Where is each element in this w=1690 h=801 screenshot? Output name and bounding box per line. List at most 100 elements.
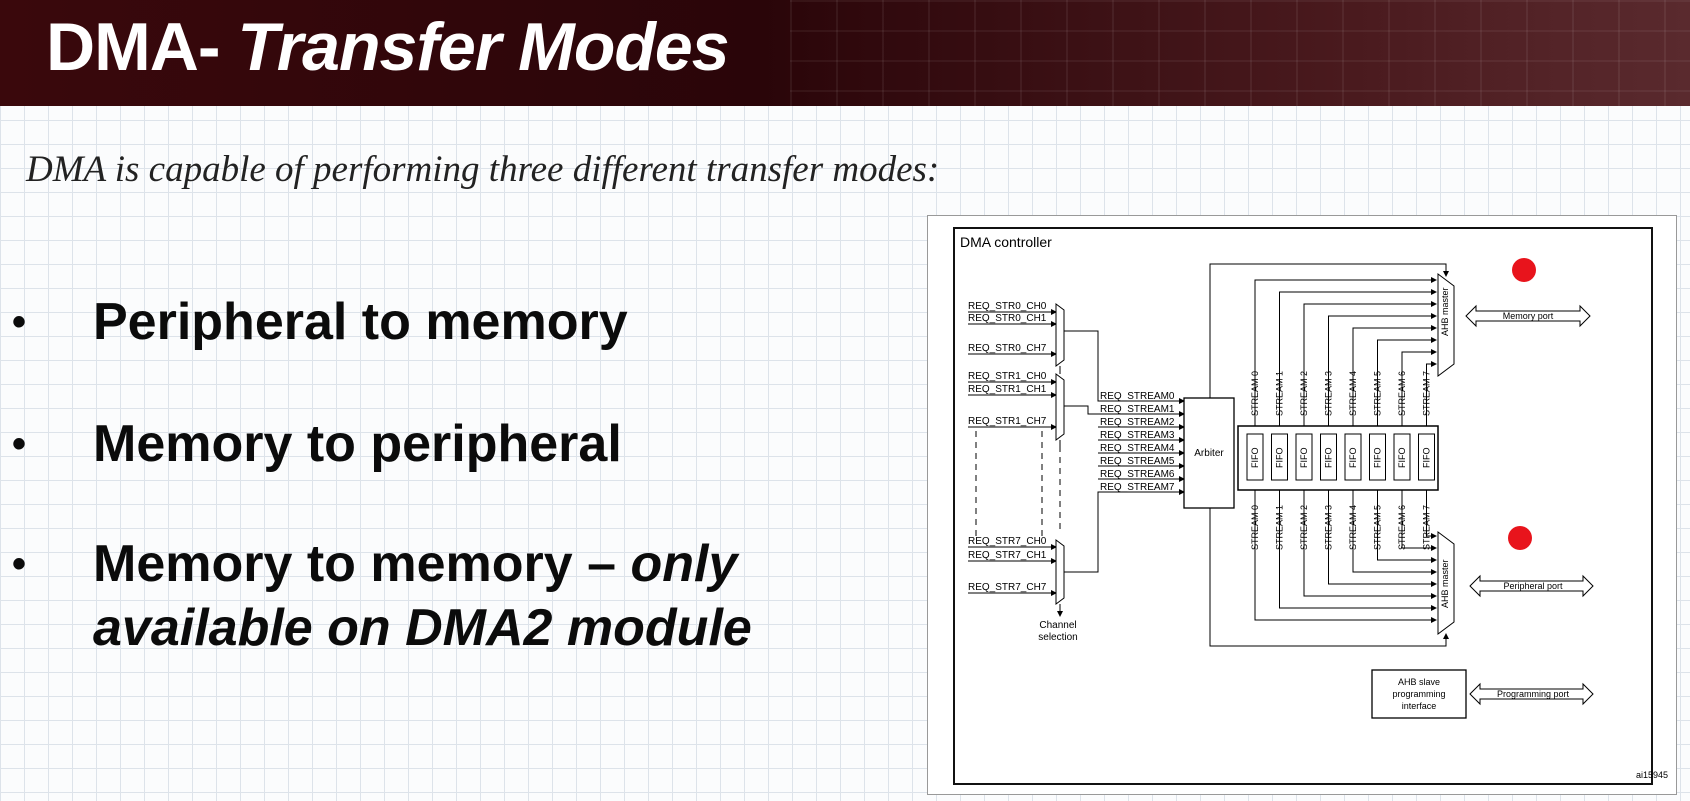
programming-port-label: Programming port xyxy=(1497,689,1570,699)
stream-line-bottom xyxy=(1401,490,1437,551)
req-stream-label: REQ_STREAM3 xyxy=(1100,430,1175,441)
fifo-label: FIFO xyxy=(1348,448,1358,469)
controller-frame xyxy=(953,227,1653,785)
circuit-board-texture xyxy=(790,0,1690,106)
title-plain: DMA- xyxy=(46,9,238,85)
req-group-str1: REQ_STR1_CH0 REQ_STR1_CH1 REQ_STR1_CH7 xyxy=(968,371,1057,430)
stream-line-top xyxy=(1352,325,1437,426)
fifo-box xyxy=(1393,433,1411,481)
fifo-label: FIFO xyxy=(1324,448,1334,469)
req-stream-label: REQ_STREAM4 xyxy=(1100,443,1175,454)
bullet-text-line2: available on DMA2 module xyxy=(93,599,752,657)
stream-label-bottom: STREAM 2 xyxy=(1299,505,1309,550)
channel-mux-7 xyxy=(1055,539,1065,605)
stream-line-bottom xyxy=(1254,490,1437,623)
fifo-box xyxy=(1246,433,1264,481)
slide-subtitle: DMA is capable of performing three diffe… xyxy=(26,149,940,190)
ahb-master-label: AHB master xyxy=(1440,559,1450,608)
red-marker-dot xyxy=(1508,526,1532,550)
ahb-slave-label: interface xyxy=(1402,701,1437,711)
ahb-slave-block xyxy=(1371,669,1467,719)
stream-label-top: STREAM 2 xyxy=(1299,371,1309,416)
req-label: REQ_STR0_CH7 xyxy=(968,343,1047,354)
stream-label-top: STREAM 6 xyxy=(1397,371,1407,416)
bullet-text: Memory to memory – only xyxy=(93,532,737,596)
req-stream-label: REQ_STREAM7 xyxy=(1100,482,1175,493)
req-label: REQ_STR0_CH0 xyxy=(968,301,1047,312)
title-banner: DMA- Transfer Modes xyxy=(0,0,1690,106)
bullet-text: Memory to peripheral xyxy=(93,415,622,473)
ahb-slave-label: programming xyxy=(1392,689,1445,699)
stream-label-bottom: STREAM 1 xyxy=(1275,505,1285,550)
stream-label-bottom: STREAM 3 xyxy=(1324,505,1334,550)
req-stream-labels: REQ_STREAM0 REQ_STREAM1 REQ_STREAM2 REQ_… xyxy=(1100,391,1175,493)
stream-label-bottom: STREAM 7 xyxy=(1422,505,1432,550)
fifo-group: FIFO FIFO FIFO FIFO FIFO FIFO FIFO FIFO xyxy=(1246,433,1435,481)
ahb-slave-label: AHB slave xyxy=(1398,677,1440,687)
bullet-text: Peripheral to memory xyxy=(93,293,628,351)
req-group-str7: REQ_STR7_CH0 REQ_STR7_CH1 REQ_STR7_CH7 xyxy=(968,536,1057,596)
req-label: REQ_STR7_CH7 xyxy=(968,582,1047,593)
figure-id: ai15945 xyxy=(1636,770,1668,780)
channel-selection-label: selection xyxy=(1038,632,1077,643)
req-stream-label: REQ_STREAM5 xyxy=(1100,456,1175,467)
ahb-master-top xyxy=(1437,273,1455,377)
stream-line-bottom xyxy=(1279,490,1437,611)
stream-line-top xyxy=(1401,349,1437,426)
diagram-svg: DMA controller REQ_STR0_CH0 REQ_STR0_CH1… xyxy=(953,227,1668,785)
fifo-label: FIFO xyxy=(1373,448,1383,469)
stream-line-bottom xyxy=(1352,490,1437,575)
fifo-label: FIFO xyxy=(1250,448,1260,469)
req-label: REQ_STR7_CH1 xyxy=(968,550,1047,561)
fifo-box xyxy=(1320,433,1337,481)
stream-lines: STREAM 0 STREAM 0 STREAM 1 STREAM 1 STREAM 2… xyxy=(1250,277,1437,623)
stream-label-bottom: STREAM 0 xyxy=(1250,505,1260,550)
channel-selection-label: Channel xyxy=(1039,620,1076,631)
arbiter-label: Arbiter xyxy=(1194,448,1224,459)
stream-line-top xyxy=(1303,301,1437,426)
fifo-label: FIFO xyxy=(1397,448,1407,469)
fifo-label: FIFO xyxy=(1275,448,1285,469)
channel-mux-0 xyxy=(1055,303,1065,367)
stream-label-top: STREAM 0 xyxy=(1250,371,1260,416)
dma-block-diagram: DMA controller REQ_STR0_CH0 REQ_STR0_CH1… xyxy=(927,215,1677,795)
req-stream-label: REQ_STREAM6 xyxy=(1100,469,1175,480)
fifo-box xyxy=(1344,433,1362,481)
stream-label-top: STREAM 7 xyxy=(1422,371,1432,416)
ahb-master-label: AHB master xyxy=(1440,287,1450,336)
red-marker-dot xyxy=(1512,258,1536,282)
req-label: REQ_STR7_CH0 xyxy=(968,536,1047,547)
memory-port-label: Memory port xyxy=(1503,311,1554,321)
bullet-dot: • xyxy=(12,422,27,466)
stream-line-top xyxy=(1279,289,1437,426)
fifo-box xyxy=(1369,433,1386,481)
stream-line-bottom xyxy=(1377,490,1437,563)
stream-line-bottom xyxy=(1328,490,1437,587)
stream-line-top xyxy=(1328,313,1437,426)
stream-line-top xyxy=(1377,337,1437,426)
stream-label-bottom: STREAM 4 xyxy=(1348,505,1358,550)
fifo-label: FIFO xyxy=(1299,448,1309,469)
req-label: REQ_STR1_CH1 xyxy=(968,384,1047,395)
req-group-str0: REQ_STR0_CH0 REQ_STR0_CH1 REQ_STR0_CH7 xyxy=(968,301,1057,357)
fifo-box xyxy=(1271,433,1288,481)
req-label: REQ_STR1_CH7 xyxy=(968,416,1047,427)
req-label: REQ_STR1_CH0 xyxy=(968,371,1047,382)
bullet-dot: • xyxy=(12,300,27,344)
stream-line-top xyxy=(1254,277,1437,426)
peripheral-port-label: Peripheral port xyxy=(1503,581,1563,591)
peripheral-port: Peripheral port xyxy=(1469,574,1594,598)
arbiter-block xyxy=(1183,397,1235,509)
stream-label-top: STREAM 4 xyxy=(1348,371,1358,416)
channel-mux-1 xyxy=(1055,373,1065,441)
stream-label-bottom: STREAM 5 xyxy=(1373,505,1383,550)
bullet-text-main: Memory to memory – xyxy=(93,535,631,593)
fifo-box xyxy=(1418,433,1435,481)
stream-line-bottom xyxy=(1426,490,1437,539)
stream-label-top: STREAM 1 xyxy=(1275,371,1285,416)
req-stream-label: REQ_STREAM1 xyxy=(1100,404,1175,415)
fifo-label: FIFO xyxy=(1422,448,1432,469)
controller-label: DMA controller xyxy=(960,234,1052,250)
req-label: REQ_STR0_CH1 xyxy=(968,313,1047,324)
bullet-dot: • xyxy=(12,542,27,586)
